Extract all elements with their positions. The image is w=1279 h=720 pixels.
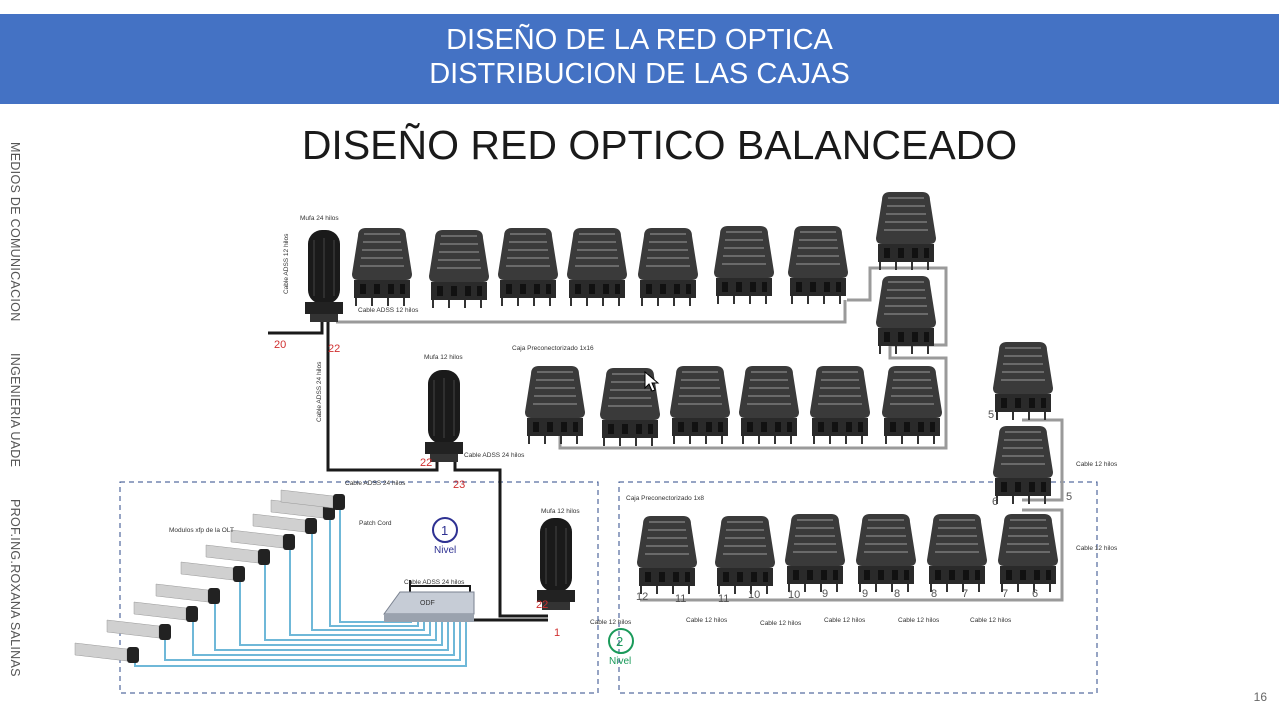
label-mufa-12-a: Mufa 12 hilos xyxy=(424,354,463,361)
label-cable12-right-a: Cable 12 hilos xyxy=(1076,461,1118,468)
port-number: 7 xyxy=(1002,588,1008,600)
port-number: 11 xyxy=(675,593,686,605)
fiber-number: 22 xyxy=(328,343,340,355)
label-patch-cord: Patch Cord xyxy=(359,520,392,527)
xfp-module-icon xyxy=(230,529,296,551)
nivel1-number: 1 xyxy=(441,523,448,538)
nap-box-icon xyxy=(566,227,628,307)
label-caja-b: Caja Preconectorizado 1x8 xyxy=(626,495,704,502)
side-professor: PROF.ING.ROXANA SALINAS xyxy=(8,499,22,678)
title-banner: DISEÑO DE LA RED OPTICA DISTRIBUCION DE … xyxy=(0,14,1279,104)
nap-box-icon xyxy=(997,513,1059,593)
fiber-number: 22 xyxy=(420,457,432,469)
fiber-number: 20 xyxy=(274,339,286,351)
nap-box-icon xyxy=(669,365,731,445)
fiber-number: 22 xyxy=(536,599,548,611)
banner-title-line1: DISEÑO DE LA RED OPTICA xyxy=(446,24,833,56)
feeder-mid-cable xyxy=(453,455,548,618)
side-footer: MEDIOS DE COMUNICACION INGENIERIA UADE P… xyxy=(8,142,22,677)
bottom-cable-label: Cable 12 hilos xyxy=(686,617,728,624)
nap-box-icon xyxy=(428,229,490,309)
port-number: 5 xyxy=(988,409,994,421)
nap-box-icon xyxy=(875,191,937,271)
distribution-cable-lower xyxy=(640,418,1064,602)
bottom-cable-label: Cable 12 hilos xyxy=(760,620,802,627)
port-number: 9 xyxy=(862,588,868,600)
label-cable12-right-b: Cable 12 hilos xyxy=(1076,545,1118,552)
port-number: 6 xyxy=(992,496,998,508)
nap-box-icon xyxy=(926,513,988,593)
label-cable-12-bottom: Cable 12 hilos xyxy=(590,619,632,626)
nap-box-icon xyxy=(713,225,775,305)
port-number: 11 xyxy=(718,593,729,605)
nap-box-icon xyxy=(636,515,698,595)
nap-box-icon xyxy=(881,365,943,445)
nap-box-icon xyxy=(875,275,937,355)
label-mufa-12-b: Mufa 12 hilos xyxy=(541,508,580,515)
nivel2-text: Nivel xyxy=(609,656,631,667)
nap-box-icon xyxy=(497,227,559,307)
nap-box-icon xyxy=(784,513,846,593)
label-cable-vertical: Cable ADSS 24 hilos xyxy=(316,361,323,422)
nap-box-icon xyxy=(351,227,413,307)
port-number: 6 xyxy=(1032,588,1038,600)
port-number: 10 xyxy=(748,589,760,601)
port-number: 5 xyxy=(1066,491,1072,503)
feeder-vertical-cable xyxy=(326,310,439,472)
nap-box-icon xyxy=(787,225,849,305)
mufa-24-icon xyxy=(304,229,344,323)
side-course: MEDIOS DE COMUNICACION xyxy=(8,142,22,322)
xfp-module-icon xyxy=(133,601,199,623)
mufa-12-b-icon xyxy=(536,517,576,611)
label-cable-adss-top: Cable ADSS 12 hilos xyxy=(283,233,290,294)
port-number: 8 xyxy=(894,588,900,600)
xfp-module-icon xyxy=(252,513,318,535)
port-number: 10 xyxy=(788,589,800,601)
port-number: 12 xyxy=(636,591,648,603)
bottom-cable-label: Cable 12 hilos xyxy=(970,617,1012,624)
xfp-module-icon xyxy=(74,642,140,664)
mouse-cursor-icon xyxy=(644,370,660,392)
nivel1-badge-icon xyxy=(432,517,458,543)
side-university: INGENIERIA UADE xyxy=(8,353,22,468)
nap-box-icon xyxy=(855,513,917,593)
nivel2-region-frame xyxy=(618,481,1098,694)
label-caja-a: Caja Preconectorizado 1x16 xyxy=(512,345,594,352)
bottom-cable-label: Cable 12 hilos xyxy=(898,617,940,624)
mufa-12-a-icon xyxy=(424,369,464,463)
nap-box-icon xyxy=(738,365,800,445)
xfp-module-icon xyxy=(205,544,271,566)
label-modulos: Modulos xfp de la OLT xyxy=(169,527,234,534)
nap-box-icon xyxy=(524,365,586,445)
nivel1-region-frame xyxy=(119,481,599,694)
label-odf: ODF xyxy=(420,600,435,607)
xfp-module-icon xyxy=(106,619,172,641)
port-number: 9 xyxy=(822,588,828,600)
nivel2-badge-icon xyxy=(608,628,634,654)
nivel2-number: 2 xyxy=(616,634,623,649)
nap-box-icon xyxy=(992,425,1054,505)
nap-box-icon xyxy=(809,365,871,445)
label-cable-mid: Cable ADSS 24 hilos xyxy=(464,452,525,459)
xfp-module-icon xyxy=(155,583,221,605)
port-number: 7 xyxy=(962,588,968,600)
nap-box-icon xyxy=(992,341,1054,421)
label-cable-adss-bottom: Cable ADSS 24 hilos xyxy=(345,480,406,487)
odf-panel-icon xyxy=(383,591,475,622)
label-mufa-24: Mufa 24 hilos xyxy=(300,215,339,222)
nivel1-text: Nivel xyxy=(434,545,456,556)
nap-box-icon xyxy=(637,227,699,307)
fiber-number: 1 xyxy=(554,627,560,639)
label-cable-top-row: Cable ADSS 12 hilos xyxy=(358,307,419,314)
xfp-module-icon xyxy=(180,561,246,583)
page-number: 16 xyxy=(1253,690,1267,704)
fiber-number: 23 xyxy=(453,479,465,491)
banner-title-line2: DISTRIBUCION DE LAS CAJAS xyxy=(429,58,850,90)
port-number: 8 xyxy=(931,588,937,600)
slide-title: DISEÑO RED OPTICO BALANCEADO xyxy=(301,122,1018,168)
label-cable-odf: Cable ADSS 24 hilos xyxy=(404,579,465,586)
bottom-cable-label: Cable 12 hilos xyxy=(824,617,866,624)
nap-box-icon xyxy=(714,515,776,595)
